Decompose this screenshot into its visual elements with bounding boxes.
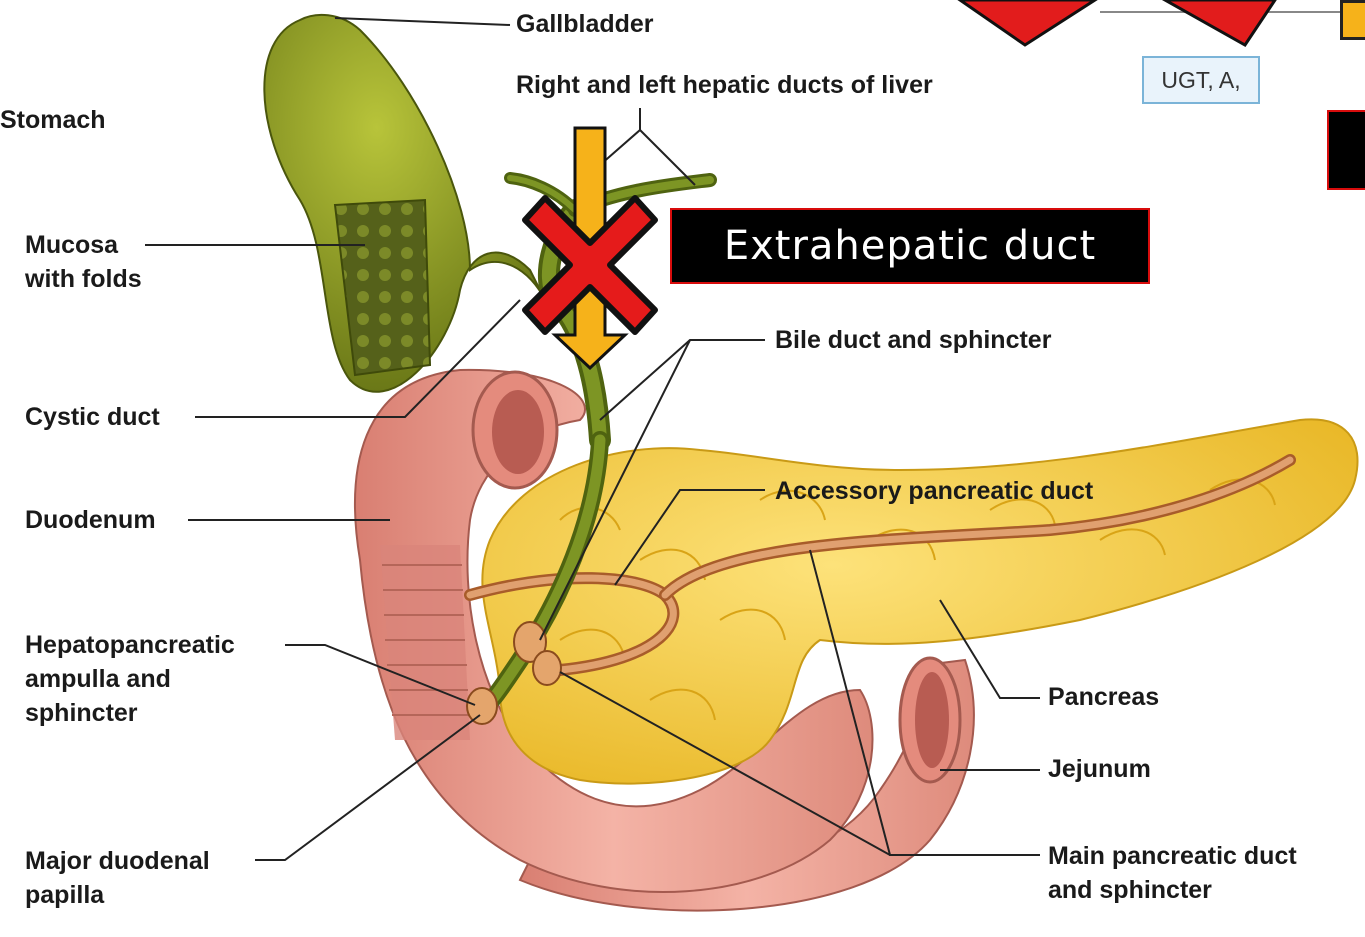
label-major-papilla-line2: papilla	[25, 878, 104, 912]
label-stomach: Stomach	[0, 103, 106, 137]
label-bile-duct: Bile duct and sphincter	[775, 323, 1051, 357]
label-hepatopancreatic-line3: sphincter	[25, 696, 138, 730]
ugt-label-box: UGT, A,	[1142, 56, 1260, 104]
label-cystic-duct: Cystic duct	[25, 400, 160, 434]
label-mucosa-line1: Mucosa	[25, 228, 118, 262]
top-right-fragment	[960, 0, 1365, 45]
label-major-papilla-line1: Major duodenal	[25, 844, 210, 878]
extrahepatic-duct-callout: Extrahepatic duct	[670, 208, 1150, 284]
label-main-duct-line1: Main pancreatic duct	[1048, 839, 1297, 873]
label-hepatic-ducts: Right and left hepatic ducts of liver	[516, 68, 933, 102]
red-triangle-left	[960, 0, 1095, 45]
label-duodenum: Duodenum	[25, 503, 156, 537]
label-hepatopancreatic-line2: ampulla and	[25, 662, 171, 696]
label-accessory-duct: Accessory pancreatic duct	[775, 474, 1093, 508]
black-box-fragment	[1327, 110, 1365, 190]
label-mucosa-line2: with folds	[25, 262, 142, 296]
label-hepatopancreatic-line1: Hepatopancreatic	[25, 628, 235, 662]
label-main-duct-line2: and sphincter	[1048, 873, 1212, 907]
gallbladder-shape	[264, 15, 545, 392]
red-triangle-right	[1165, 0, 1275, 45]
label-gallbladder: Gallbladder	[516, 7, 654, 41]
yellow-square-fragment	[1340, 0, 1365, 40]
label-pancreas: Pancreas	[1048, 680, 1159, 714]
label-jejunum: Jejunum	[1048, 752, 1151, 786]
